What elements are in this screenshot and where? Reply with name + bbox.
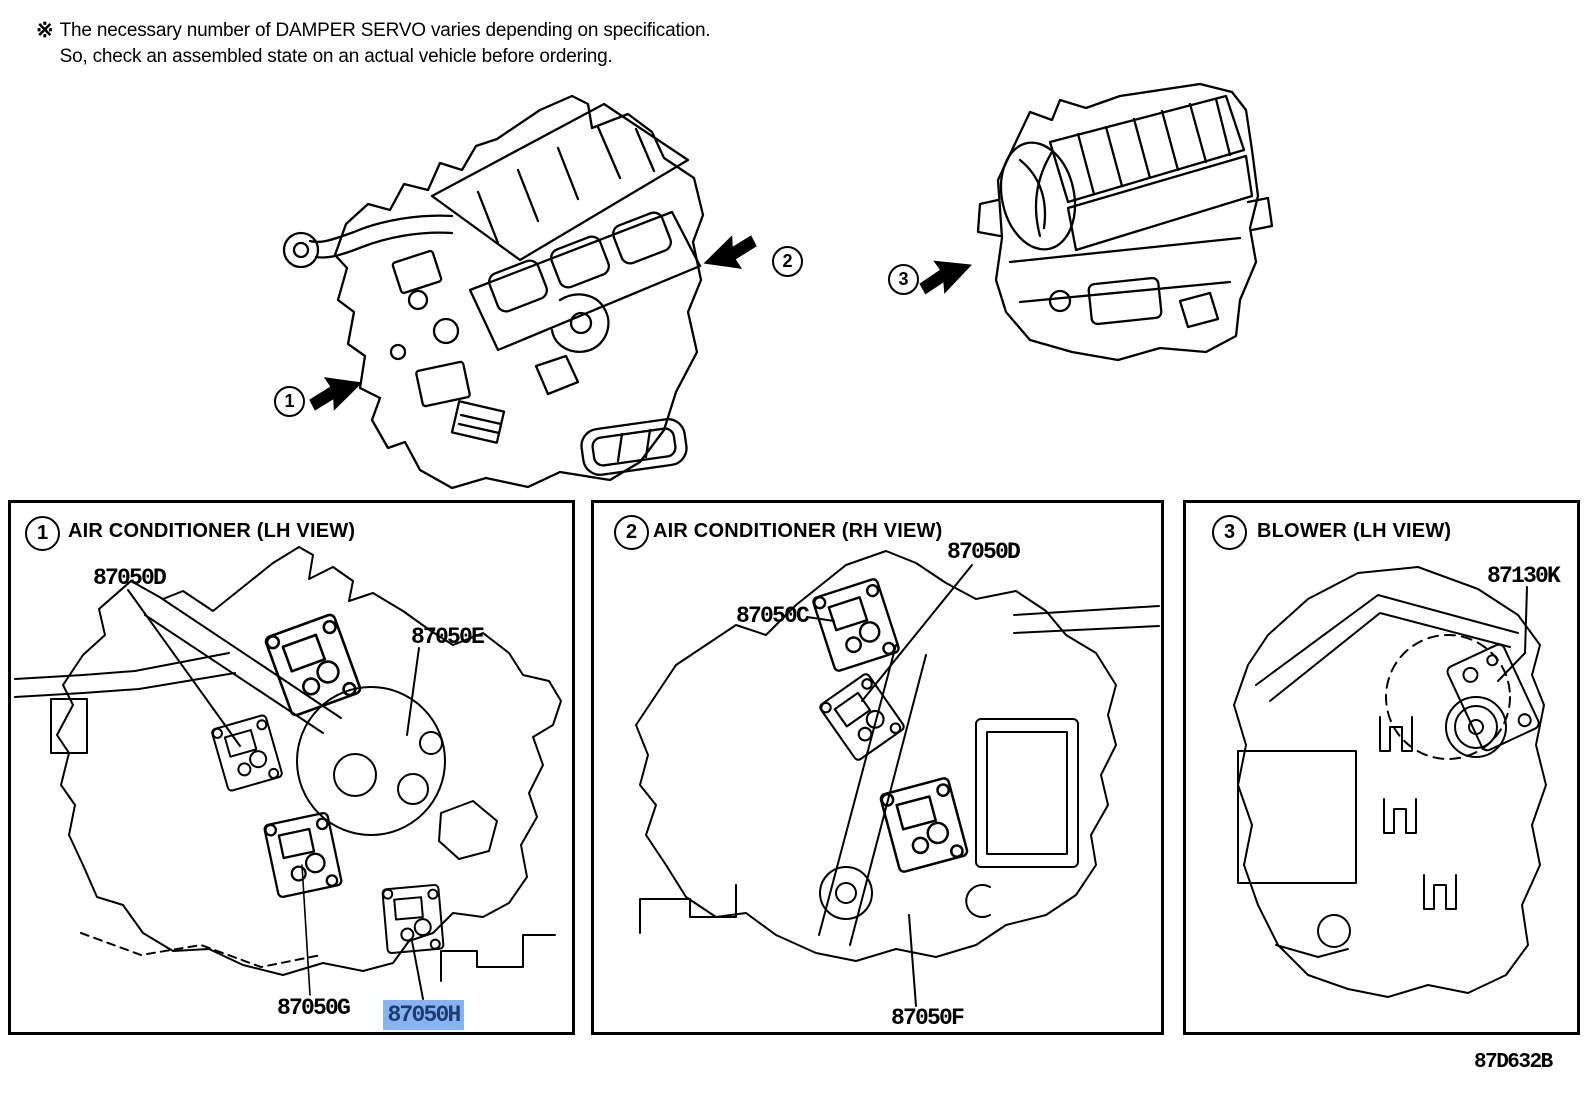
arrow-3-icon: [913, 248, 979, 301]
figure-ref-1-badge: 1: [274, 386, 305, 417]
part-label-87050g[interactable]: 87050G: [277, 995, 351, 1021]
panel3-number-badge: 3: [1212, 515, 1247, 550]
part-label-87050c[interactable]: 87050C: [736, 603, 810, 629]
figure-ref-3-badge: 3: [888, 264, 919, 295]
reference-mark: ※: [36, 19, 54, 42]
diagram-code: 87D632B: [1474, 1051, 1553, 1074]
arrow-2-icon: [697, 229, 763, 280]
panel3-artwork: [1233, 566, 1547, 998]
overview-artwork: [282, 82, 1274, 490]
part-label-87050d-lh[interactable]: 87050D: [93, 565, 167, 591]
panel3-number: 3: [1223, 521, 1236, 543]
figure-ref-1-number: 1: [284, 391, 295, 411]
panel1-number-badge: 1: [25, 516, 60, 551]
panel2-number: 2: [625, 521, 638, 543]
panel3-title: BLOWER (LH VIEW): [1257, 520, 1452, 542]
panel-blower-lh: 3 BLOWER (LH VIEW): [1183, 500, 1580, 1035]
note-line-2: So, check an assembled state on an actua…: [59, 46, 613, 67]
panel1-number: 1: [36, 522, 49, 544]
part-label-87050d-rh[interactable]: 87050D: [947, 539, 1021, 565]
arrow-1-icon: [303, 366, 369, 417]
panel1-artwork: [14, 546, 562, 1000]
part-label-87050f[interactable]: 87050F: [891, 1005, 965, 1031]
panel1-title: AIR CONDITIONER (LH VIEW): [68, 520, 356, 542]
figure-ref-2-number: 2: [782, 251, 793, 271]
note-line-1: The necessary number of DAMPER SERVO var…: [59, 20, 711, 41]
figure-ref-2-badge: 2: [772, 246, 803, 277]
panel2-artwork: [635, 550, 1160, 1007]
part-label-87050e[interactable]: 87050E: [411, 624, 485, 650]
figure-ref-3-number: 3: [898, 269, 909, 289]
panel-air-conditioner-lh: 1 AIR CONDITIONER (LH VIEW): [8, 500, 575, 1035]
panel-air-conditioner-rh: 2 AIR CONDITIONER (RH VIEW): [591, 500, 1164, 1035]
part-label-87130k[interactable]: 87130K: [1487, 563, 1561, 589]
part-label-87050h-selected[interactable]: 87050H: [383, 1000, 464, 1030]
panel2-title: AIR CONDITIONER (RH VIEW): [653, 520, 943, 542]
blower-unit-drawing: [976, 82, 1274, 362]
note: ※ The necessary number of DAMPER SERVO v…: [36, 18, 711, 70]
hvac-unit-lh-drawing: [282, 94, 705, 490]
panel2-number-badge: 2: [614, 515, 649, 550]
